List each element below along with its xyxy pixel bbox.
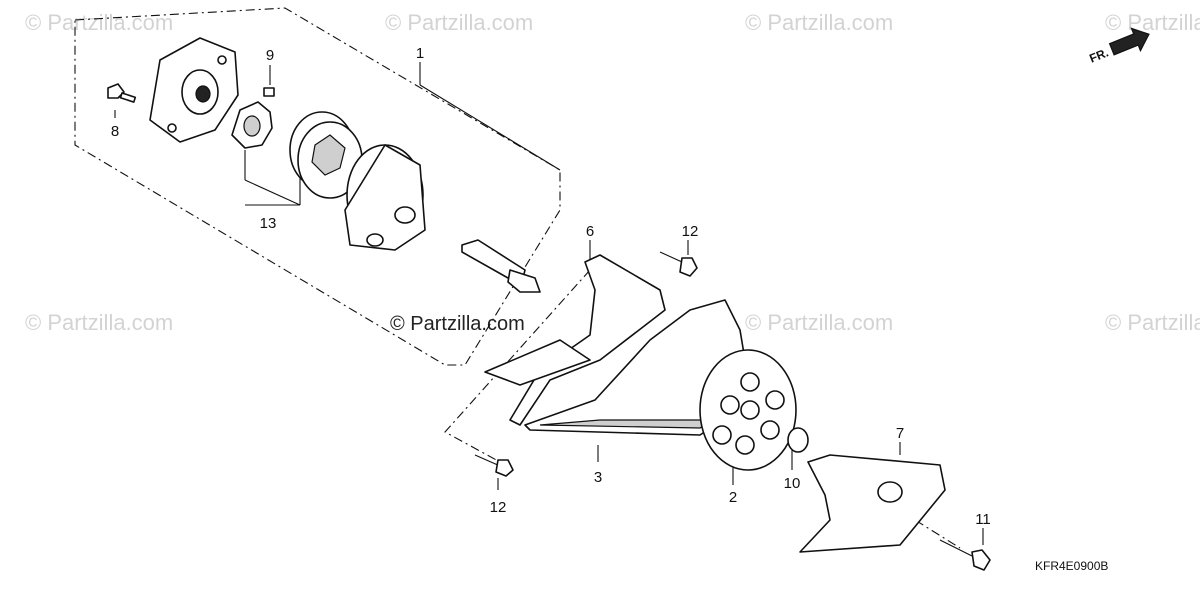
callouts: 1 9 8 13 6 12 12 3 2 10 7 11: [111, 45, 991, 528]
watermarks: © Partzilla.com © Partzilla.com © Partzi…: [25, 10, 1200, 335]
sprocket-2: [699, 349, 797, 471]
watermark-text: © Partzilla.com: [1105, 10, 1200, 35]
assembly-outline: [74, 7, 561, 366]
callout-8: 8: [111, 123, 119, 140]
pin-9: [263, 87, 275, 97]
bolt-12-bottom: [474, 454, 514, 477]
pump-cover: [149, 37, 239, 143]
callout-6: 6: [586, 223, 594, 240]
callout-7: 7: [896, 425, 904, 442]
leader-lines: [114, 62, 984, 549]
cover-7: [799, 454, 946, 553]
outer-rotor-13: [289, 111, 363, 199]
inner-rotor-13: [231, 101, 273, 149]
front-indicator-label: FR.: [1087, 45, 1110, 65]
clip-10: [787, 427, 809, 453]
watermark-text: © Partzilla.com: [745, 10, 893, 35]
callout-2: 2: [729, 489, 737, 506]
diagram-code: KFR4E0900B: [1035, 559, 1108, 573]
callout-13: 13: [260, 215, 277, 232]
bolt-12-top: [659, 251, 698, 277]
front-indicator: FR.: [1087, 27, 1150, 66]
callout-9: 9: [266, 47, 274, 64]
watermark-text: © Partzilla.com: [25, 310, 173, 335]
pump-shaft: [461, 239, 541, 293]
callout-3: 3: [594, 469, 602, 486]
callout-12-bottom: 12: [490, 499, 507, 516]
chain-guide-6: [484, 254, 666, 426]
callout-1: 1: [416, 45, 424, 62]
callout-11: 11: [975, 511, 991, 528]
callout-12-top: 12: [682, 223, 699, 240]
watermark-center-text: © Partzilla.com: [390, 313, 525, 335]
watermark-text: © Partzilla.com: [385, 10, 533, 35]
pump-body: [344, 144, 426, 251]
front-arrow-icon: [1108, 27, 1150, 56]
bolt-11: [939, 539, 991, 571]
callout-10: 10: [784, 475, 801, 492]
watermark-text: © Partzilla.com: [1105, 310, 1200, 335]
watermark-text: © Partzilla.com: [745, 310, 893, 335]
watermark-text: © Partzilla.com: [25, 10, 173, 35]
bolt-8: [107, 83, 137, 103]
